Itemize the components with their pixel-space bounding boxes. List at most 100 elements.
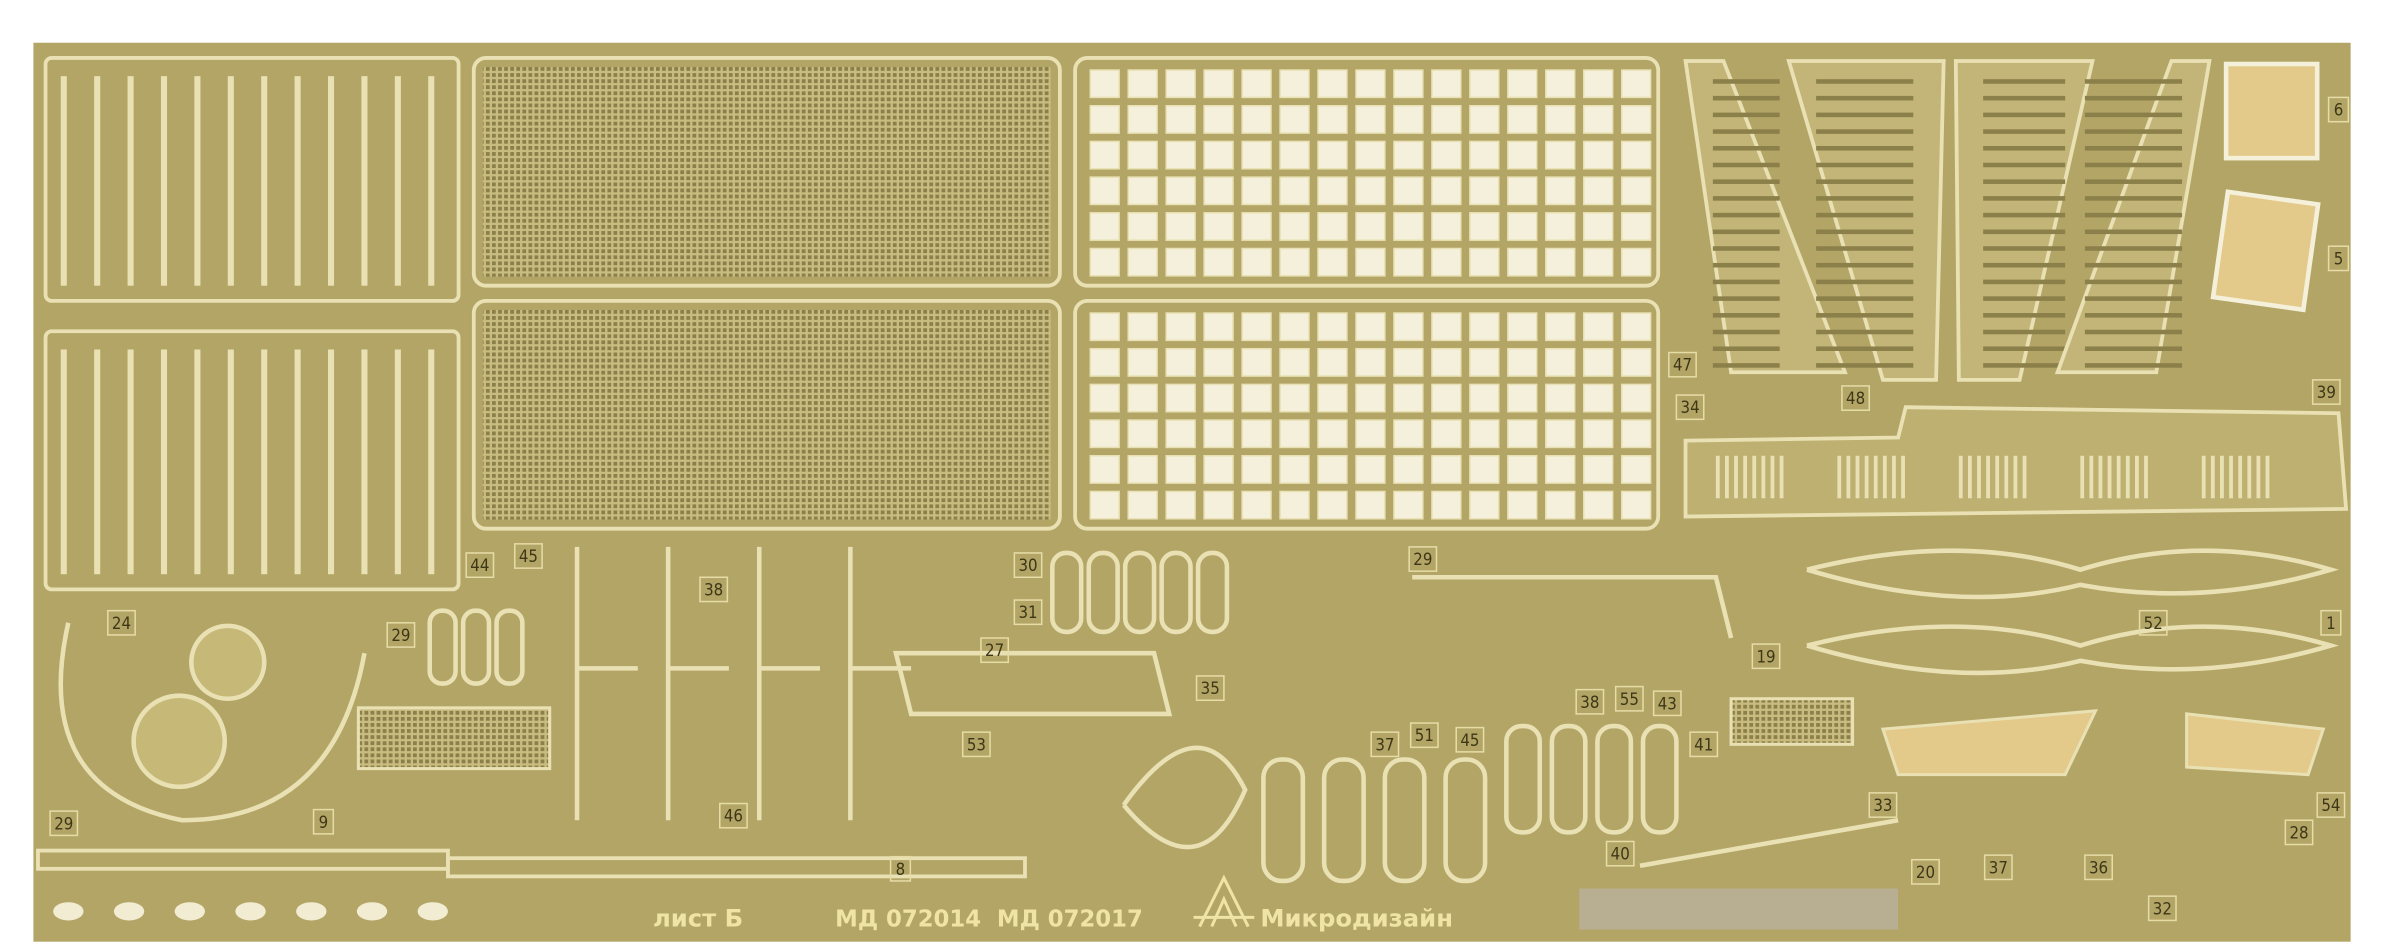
- louver-slot: [1983, 279, 2066, 285]
- grid-cell: [1355, 312, 1386, 342]
- grid-cell: [1355, 383, 1386, 413]
- grid-cell: [1431, 312, 1462, 342]
- grid-cell: [1507, 105, 1538, 134]
- louver-slot: [2084, 112, 2183, 118]
- louver-slot: [2084, 196, 2183, 201]
- grid-cell: [1241, 490, 1272, 520]
- part-number-box: [2311, 379, 2341, 405]
- part-number-box: [1751, 643, 1781, 670]
- grid-cell: [1620, 105, 1652, 134]
- part-number: 29: [1413, 549, 1432, 569]
- louver-slot: [2084, 279, 2183, 285]
- grid-cell: [1203, 455, 1234, 484]
- part-number: 51: [1415, 725, 1434, 745]
- grid-cell: [1469, 212, 1500, 241]
- louver-slot: [1712, 196, 1780, 201]
- etched-parts: [36, 56, 2349, 921]
- grid-cell: [1203, 490, 1234, 520]
- part-number: 32: [2153, 898, 2172, 918]
- grille-slot: [261, 349, 268, 575]
- louver-slot: [1712, 129, 1780, 134]
- part-number: 53: [967, 734, 986, 754]
- vent-slot: [1977, 455, 1981, 499]
- louver-slot: [1816, 179, 1914, 184]
- grid-cell: [1127, 140, 1158, 170]
- grid-cell: [1241, 247, 1272, 277]
- grid-cell: [1241, 347, 1272, 377]
- vent-slot: [1882, 455, 1887, 499]
- grid-cell: [1317, 247, 1348, 277]
- product-codes: МД 072014 МД 072017: [835, 907, 1143, 933]
- louver-slot: [1712, 296, 1780, 301]
- grille-slot: [194, 349, 201, 575]
- grid-cell: [1507, 247, 1538, 277]
- vent-slot: [2125, 455, 2130, 499]
- louver-slot: [1816, 313, 1914, 318]
- grid-cell: [1393, 69, 1424, 99]
- grid-cell: [1545, 176, 1576, 206]
- sheet-label: лист Б: [653, 904, 743, 933]
- grid-cell: [1317, 455, 1348, 484]
- ring-part: [1640, 723, 1679, 835]
- part-number: 31: [1018, 602, 1037, 622]
- grid-cell: [1583, 176, 1614, 206]
- part-number-box: [1195, 675, 1225, 702]
- grid-cell: [1620, 140, 1652, 170]
- part-number-box: [961, 731, 991, 758]
- grid-cell: [1507, 490, 1538, 520]
- louver-slot: [1816, 196, 1914, 201]
- vent-slot: [2080, 455, 2085, 499]
- grid-cell: [1127, 490, 1158, 520]
- part-number: 36: [2089, 857, 2108, 877]
- grid-cell: [1355, 105, 1386, 134]
- part-number: 38: [1580, 692, 1599, 712]
- part-number-box: [465, 552, 495, 579]
- grid-cell: [1165, 347, 1196, 377]
- louver-slot: [1816, 95, 1914, 101]
- part-number-box: [2327, 96, 2350, 123]
- part-number: 37: [1375, 734, 1394, 754]
- vent-slot: [2098, 455, 2103, 499]
- vent-slot: [2256, 455, 2261, 499]
- grid-cell: [1355, 140, 1386, 170]
- brand-name: Микродизайн: [1260, 904, 1453, 933]
- grille-slot: [127, 349, 134, 575]
- part-number: 33: [1873, 795, 1892, 815]
- grid-cell: [1583, 490, 1614, 520]
- eyelet-part: [1261, 757, 1306, 884]
- part-number-box: [2316, 792, 2346, 818]
- louver-slot: [2084, 296, 2183, 301]
- part-number-box: [719, 802, 748, 829]
- grid-cell: [1317, 105, 1348, 134]
- perforated-plate: [1880, 709, 2326, 777]
- vent-slot: [1743, 455, 1748, 499]
- ring-part: [1159, 550, 1193, 635]
- part-number: 39: [2317, 382, 2336, 402]
- louver-slot: [2084, 162, 2183, 168]
- grid-cell: [1583, 312, 1614, 342]
- vent-slot: [1892, 455, 1896, 499]
- ring-part: [427, 608, 458, 686]
- part-number: 8: [896, 859, 906, 879]
- louver-slot: [1983, 146, 2066, 151]
- grid-cell: [1469, 347, 1500, 377]
- grid-cell: [1393, 176, 1424, 206]
- grid-cell: [1393, 490, 1424, 520]
- part-number-box: [980, 637, 1010, 664]
- grid-cell: [1203, 247, 1234, 277]
- grid-cell: [1545, 69, 1576, 99]
- grid-cell: [1583, 247, 1614, 277]
- vent-slot: [1864, 455, 1869, 499]
- vent-slot: [1958, 455, 1963, 499]
- grid-cell: [1089, 419, 1120, 449]
- grid-cell: [1620, 69, 1652, 99]
- grid-cell: [1620, 383, 1652, 413]
- grid-cell: [1393, 212, 1424, 241]
- grid-cell: [1203, 176, 1234, 206]
- grid-cell: [1620, 312, 1652, 342]
- vent-slot: [1837, 455, 1842, 499]
- part-number-box: [49, 810, 79, 837]
- part-number: 37: [1989, 857, 2008, 877]
- part-number: 34: [1681, 397, 1700, 417]
